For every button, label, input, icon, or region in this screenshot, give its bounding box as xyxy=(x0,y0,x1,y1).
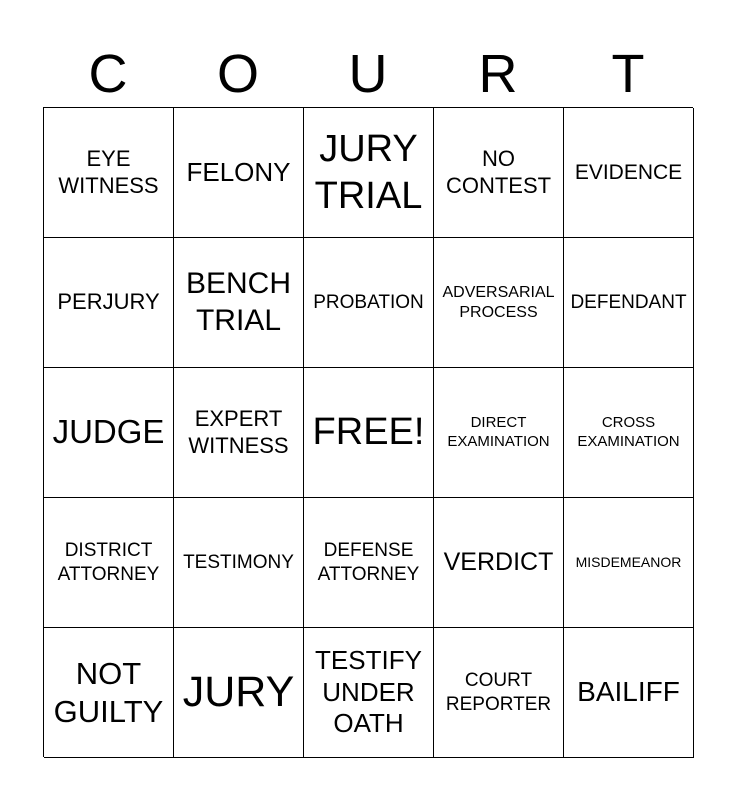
cell-label: BAILIFF xyxy=(577,676,680,708)
bingo-cell[interactable]: ADVERSARIAL PROCESS xyxy=(434,238,564,368)
bingo-cell[interactable]: JUDGE xyxy=(44,368,174,498)
header-letter: C xyxy=(88,44,128,104)
cell-label: BENCH TRIAL xyxy=(185,266,291,337)
cell-label: COURT REPORTER xyxy=(445,670,552,715)
cell-label: VERDICT xyxy=(443,548,554,577)
cell-label: MISDEMEANOR xyxy=(575,553,682,570)
cell-label: EXPERT WITNESS xyxy=(188,405,289,458)
cell-label: CROSS EXAMINATION xyxy=(577,414,680,450)
cell-label: EVIDENCE xyxy=(574,160,683,184)
bingo-cell[interactable]: CROSS EXAMINATION xyxy=(564,368,694,498)
cell-label: PROBATION xyxy=(313,291,424,313)
cell-label: FREE! xyxy=(312,411,425,454)
cell-label: JURY TRIAL xyxy=(314,128,423,217)
cell-label: FELONY xyxy=(186,156,291,187)
bingo-cell[interactable]: PERJURY xyxy=(44,238,174,368)
cell-label: JURY xyxy=(182,668,295,717)
bingo-header: C O U R T xyxy=(43,42,693,106)
bingo-cell[interactable]: DEFENDANT xyxy=(564,238,694,368)
bingo-cell[interactable]: BENCH TRIAL xyxy=(174,238,304,368)
header-letter: T xyxy=(611,44,645,104)
cell-label: JUDGE xyxy=(52,413,165,451)
bingo-cell[interactable]: DEFENSE ATTORNEY xyxy=(304,498,434,628)
bingo-cell[interactable]: DISTRICT ATTORNEY xyxy=(44,498,174,628)
cell-label: NOT GUILTY xyxy=(53,655,164,729)
cell-label: EYE WITNESS xyxy=(58,145,159,198)
header-letter: R xyxy=(478,44,518,104)
bingo-cell[interactable]: DIRECT EXAMINATION xyxy=(434,368,564,498)
cell-label: TESTIFY UNDER OATH xyxy=(315,644,422,739)
bingo-cell[interactable]: NO CONTEST xyxy=(434,108,564,238)
cell-label: TESTIMONY xyxy=(183,551,294,573)
bingo-cell[interactable]: BAILIFF xyxy=(564,628,694,758)
bingo-cell[interactable]: TESTIFY UNDER OATH xyxy=(304,628,434,758)
bingo-cell[interactable]: MISDEMEANOR xyxy=(564,498,694,628)
cell-label: DISTRICT ATTORNEY xyxy=(57,540,160,585)
bingo-cell[interactable]: FREE! xyxy=(304,368,434,498)
cell-label: DIRECT EXAMINATION xyxy=(447,414,550,450)
bingo-cell[interactable]: NOT GUILTY xyxy=(44,628,174,758)
bingo-cell[interactable]: JURY TRIAL xyxy=(304,108,434,238)
bingo-cell[interactable]: EVIDENCE xyxy=(564,108,694,238)
bingo-cell[interactable]: EXPERT WITNESS xyxy=(174,368,304,498)
cell-label: DEFENSE ATTORNEY xyxy=(317,540,420,585)
header-letter: O xyxy=(216,44,259,104)
bingo-cell[interactable]: VERDICT xyxy=(434,498,564,628)
cell-label: NO CONTEST xyxy=(445,145,552,198)
bingo-cell[interactable]: EYE WITNESS xyxy=(44,108,174,238)
bingo-cell[interactable]: TESTIMONY xyxy=(174,498,304,628)
bingo-cell[interactable]: COURT REPORTER xyxy=(434,628,564,758)
cell-label: DEFENDANT xyxy=(570,291,687,313)
header-letter: U xyxy=(348,44,388,104)
bingo-cell[interactable]: FELONY xyxy=(174,108,304,238)
bingo-cell[interactable]: JURY xyxy=(174,628,304,758)
bingo-grid: EYE WITNESS FELONY JURY TRIAL NO CONTEST EVI… xyxy=(43,107,694,758)
bingo-cell[interactable]: PROBATION xyxy=(304,238,434,368)
cell-label: ADVERSARIAL PROCESS xyxy=(442,283,555,321)
cell-label: PERJURY xyxy=(57,289,160,315)
